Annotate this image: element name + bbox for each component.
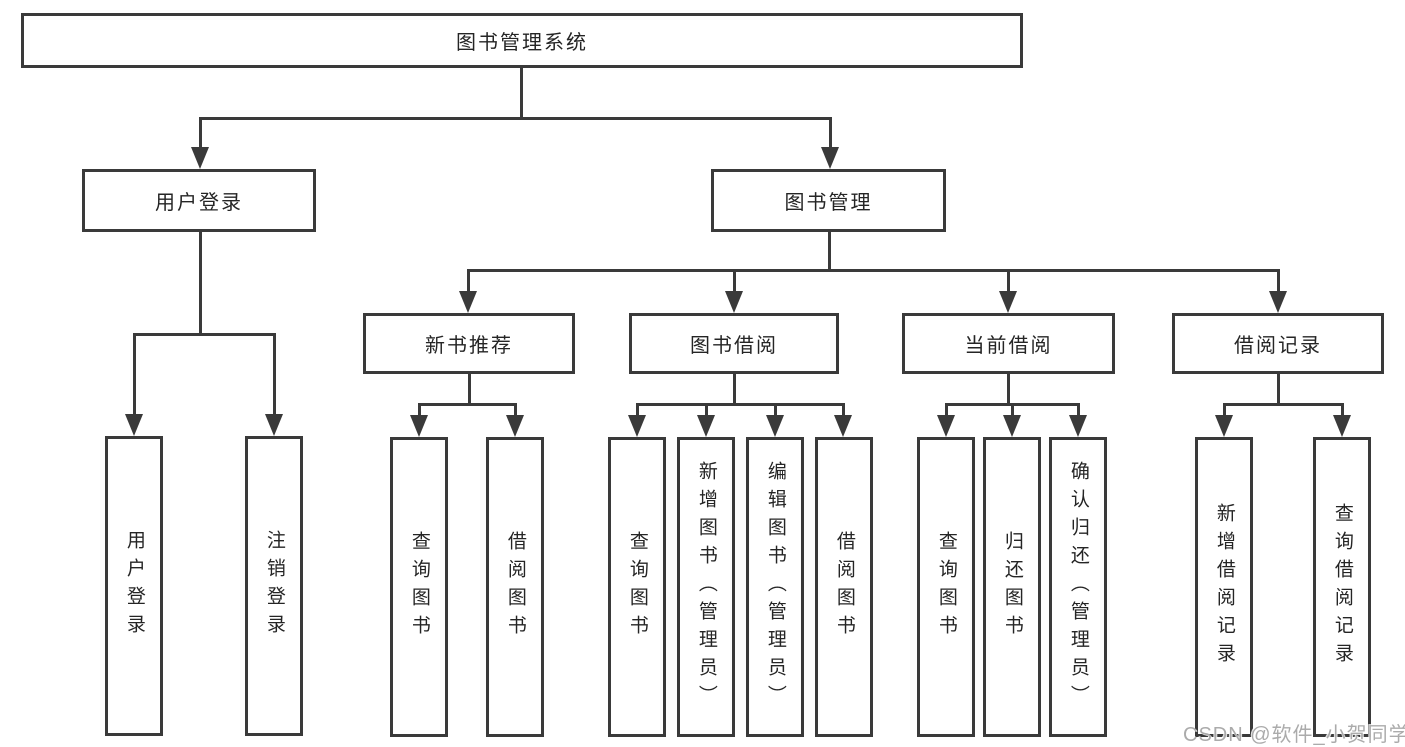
connector-drop-current-borrow: [1007, 269, 1010, 293]
arrowhead: [834, 415, 852, 437]
arrowhead: [410, 415, 428, 437]
node-label: 借阅记录: [1234, 335, 1322, 357]
node-label: 新增借阅记录: [1213, 503, 1235, 671]
node-logout: 注销登录: [245, 436, 303, 736]
node-current-borrow: 当前借阅: [902, 313, 1115, 374]
connector-drop-borrow-records: [1277, 269, 1280, 293]
connector-book-borrow-branch: [636, 403, 845, 406]
connector-drop: [774, 403, 777, 419]
node-new-book-recommend: 新书推荐: [363, 313, 575, 374]
connector-book-management-branch: [467, 269, 1280, 272]
arrowhead: [506, 415, 524, 437]
connector-user-login-branch: [133, 333, 275, 336]
connector-drop-user-login: [199, 117, 202, 149]
connector-new-book-branch: [418, 403, 517, 406]
node-query-books-2: 查询图书: [608, 437, 666, 737]
node-user-login-leaf: 用户登录: [105, 436, 163, 736]
node-label: 查询图书: [408, 531, 430, 643]
connector-root-branch: [199, 117, 832, 120]
arrowhead: [1333, 415, 1351, 437]
node-label: 查询图书: [935, 531, 957, 643]
node-confirm-return-admin: 确认归还（管理员）: [1049, 437, 1107, 737]
arrowhead-new-book-recommend: [459, 291, 477, 313]
arrowhead: [1215, 415, 1233, 437]
connector-drop-login: [133, 333, 136, 417]
node-label: 新书推荐: [425, 335, 513, 357]
connector-drop-book-management: [829, 117, 832, 149]
node-add-books-admin: 新增图书（管理员）: [677, 437, 735, 737]
node-edit-books-admin: 编辑图书（管理员）: [746, 437, 804, 737]
node-label: 用户登录: [155, 192, 243, 214]
node-label: 图书管理系统: [456, 32, 588, 54]
node-library-management-system: 图书管理系统: [21, 13, 1023, 68]
arrowhead: [1003, 415, 1021, 437]
connector-drop: [945, 403, 948, 419]
node-label: 确认归还（管理员）: [1067, 461, 1089, 713]
connector-drop-new-book-recommend: [467, 269, 470, 293]
arrowhead-book-management: [821, 147, 839, 169]
node-label: 注销登录: [263, 530, 285, 642]
connector-drop-book-borrow: [733, 269, 736, 293]
node-borrow-books-2: 借阅图书: [815, 437, 873, 737]
arrowhead: [766, 415, 784, 437]
node-return-books: 归还图书: [983, 437, 1041, 737]
node-label: 编辑图书（管理员）: [764, 461, 786, 713]
arrowhead-logout: [265, 414, 283, 436]
connector-drop: [1077, 403, 1080, 419]
csdn-watermark: CSDN @软件_小贺同学: [1183, 724, 1405, 746]
node-label: 借阅图书: [504, 531, 526, 643]
node-label: 图书管理: [784, 192, 873, 214]
connector-current-borrow-stem: [1007, 374, 1010, 406]
connector-borrow-records-branch: [1223, 403, 1344, 406]
node-book-borrow: 图书借阅: [629, 313, 839, 374]
node-borrow-records: 借阅记录: [1172, 313, 1384, 374]
node-label: 用户登录: [123, 530, 145, 642]
arrowhead-borrow-records: [1269, 291, 1287, 313]
node-label: 查询借阅记录: [1331, 503, 1353, 671]
node-label: 图书借阅: [690, 335, 778, 357]
node-label: 借阅图书: [833, 531, 855, 643]
node-label: 归还图书: [1001, 531, 1023, 643]
arrowhead: [628, 415, 646, 437]
node-label: 查询图书: [626, 531, 648, 643]
connector-book-management-stem: [828, 232, 831, 272]
node-borrow-books-1: 借阅图书: [486, 437, 544, 737]
connector-new-book-stem: [468, 374, 471, 406]
connector-drop: [514, 403, 517, 419]
node-book-management: 图书管理: [711, 169, 946, 232]
connector-user-login-stem: [199, 232, 202, 336]
node-query-books-3: 查询图书: [917, 437, 975, 737]
connector-drop-logout: [273, 333, 276, 417]
node-label: 新增图书（管理员）: [695, 461, 717, 713]
arrowhead-book-borrow: [725, 291, 743, 313]
node-user-login: 用户登录: [82, 169, 316, 232]
connector-root-stem: [520, 68, 523, 118]
connector-drop: [842, 403, 845, 419]
connector-borrow-records-stem: [1277, 374, 1280, 406]
node-query-books-1: 查询图书: [390, 437, 448, 737]
arrowhead: [937, 415, 955, 437]
node-label: 当前借阅: [964, 335, 1053, 357]
connector-drop: [636, 403, 639, 419]
node-query-borrow-record: 查询借阅记录: [1313, 437, 1371, 737]
arrowhead: [1069, 415, 1087, 437]
connector-drop: [418, 403, 421, 419]
connector-drop: [1341, 403, 1344, 419]
arrowhead-login: [125, 414, 143, 436]
connector-drop: [705, 403, 708, 419]
arrowhead-current-borrow: [999, 291, 1017, 313]
arrowhead: [697, 415, 715, 437]
arrowhead-user-login: [191, 147, 209, 169]
connector-book-borrow-stem: [733, 374, 736, 406]
connector-drop: [1011, 403, 1014, 419]
connector-drop: [1223, 403, 1226, 419]
node-add-borrow-record: 新增借阅记录: [1195, 437, 1253, 737]
